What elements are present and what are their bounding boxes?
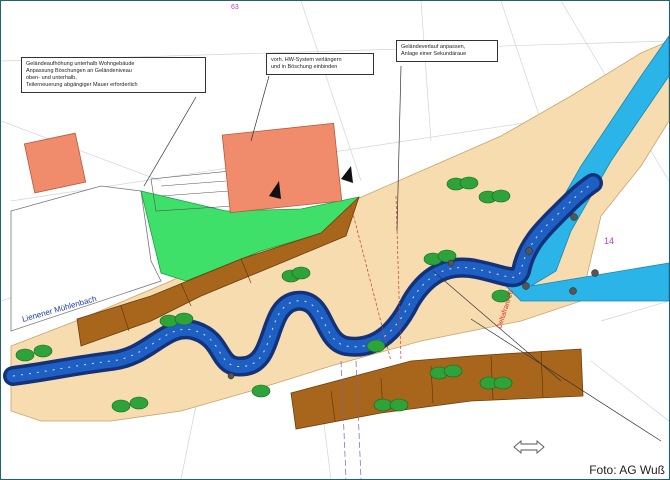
callout-left-line: Teilerneuerung abgängiger Mauer erforder… bbox=[26, 82, 138, 88]
white-parcel bbox=[10, 185, 162, 332]
tree-cluster bbox=[459, 176, 479, 190]
building-center bbox=[221, 122, 343, 214]
parcel-number-right: 14 bbox=[604, 236, 614, 246]
photo-credit: Foto: AG Wuß bbox=[583, 460, 669, 479]
callout-left-line: Anpassung Böschungen an Geländeniveau bbox=[26, 68, 132, 74]
parcel-number-top: 63 bbox=[231, 4, 239, 11]
callout-right-line: Anlage einer Sekundäraue bbox=[401, 51, 467, 57]
tree-cluster bbox=[389, 398, 409, 412]
callout-left-line: oben- und unterhalb, bbox=[26, 75, 77, 81]
section-lines bbox=[340, 360, 362, 479]
tree-cluster bbox=[437, 249, 457, 263]
tree-cluster bbox=[366, 339, 386, 353]
tree-cluster bbox=[15, 348, 35, 362]
view-direction-markers bbox=[269, 166, 353, 199]
channel-markers bbox=[227, 213, 599, 380]
embankment-lower bbox=[290, 348, 584, 430]
double-arrow-symbol bbox=[513, 440, 545, 454]
tree-cluster bbox=[443, 364, 463, 378]
tree-cluster bbox=[174, 312, 194, 326]
tree-cluster bbox=[491, 189, 511, 203]
embankment-upper bbox=[76, 196, 360, 347]
callout-left: Geländeaufhöhung unterhalb Wohngebäude A… bbox=[21, 57, 206, 93]
building-left bbox=[23, 132, 87, 194]
callout-left-line: Geländeaufhöhung unterhalb Wohngebäude bbox=[26, 61, 135, 67]
tree-cluster bbox=[251, 384, 271, 398]
tree-cluster bbox=[373, 398, 393, 412]
tree-cluster bbox=[291, 266, 311, 280]
callout-middle: vorh. HW-System verlängern und in Böschu… bbox=[266, 53, 374, 75]
tree-cluster bbox=[111, 399, 131, 413]
tree-cluster bbox=[33, 344, 53, 358]
tree-groups bbox=[15, 176, 513, 413]
callout-middle-line: vorh. HW-System verlängern bbox=[271, 57, 342, 63]
callout-leaders bbox=[143, 65, 662, 442]
tree-cluster bbox=[491, 289, 511, 303]
callout-right: Geländeverlauf anpassen, Anlage einer Se… bbox=[396, 40, 498, 62]
tree-cluster bbox=[129, 396, 149, 410]
tree-cluster bbox=[493, 376, 513, 390]
main-channel bbox=[3, 173, 603, 386]
callout-middle-line: und in Böschung einbinden bbox=[271, 64, 338, 70]
callout-right-line: Geländeverlauf anpassen, bbox=[401, 44, 466, 50]
